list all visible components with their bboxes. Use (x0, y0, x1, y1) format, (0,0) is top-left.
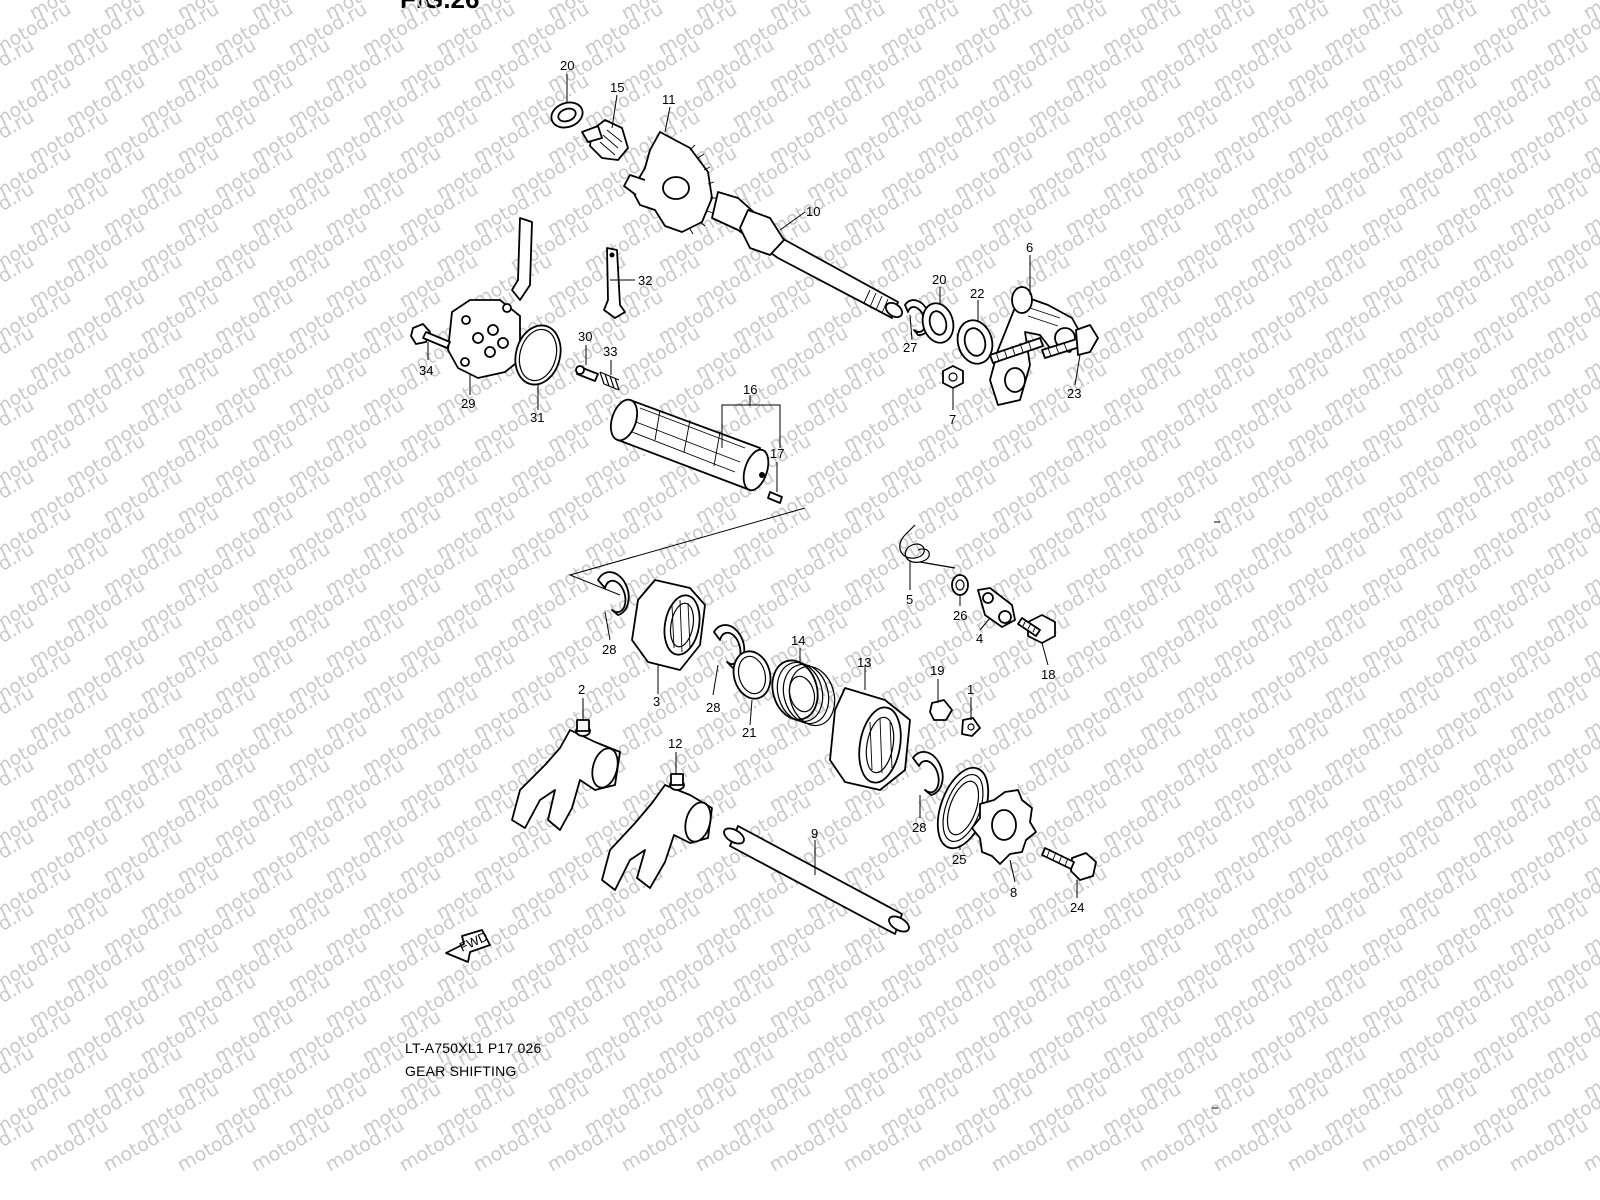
cover-part-29[interactable] (447, 217, 533, 379)
return-spring-part-5[interactable] (899, 524, 956, 569)
spring-part-14[interactable] (766, 655, 841, 730)
part-label-27[interactable]: 27 (903, 340, 917, 355)
stopper-part-32[interactable] (603, 247, 626, 319)
stopper-plate-part-4[interactable] (977, 587, 1016, 628)
bolt-part-19[interactable] (929, 699, 953, 721)
o-ring-part-31[interactable] (509, 320, 567, 389)
part-label-20-shaft[interactable]: 20 (932, 272, 946, 287)
edge-mark (1212, 521, 1220, 1109)
forward-arrow-icon: FWD (445, 929, 491, 963)
part-label-1[interactable]: 1 (967, 682, 974, 697)
shift-plate-part-11[interactable] (623, 131, 716, 235)
sleeve-part-13[interactable] (829, 687, 911, 791)
shift-fork-part-12[interactable] (601, 773, 715, 891)
part-label-15[interactable]: 15 (610, 80, 624, 95)
assembly-outline (568, 507, 806, 596)
part-label-25[interactable]: 25 (952, 852, 966, 867)
part-label-18[interactable]: 18 (1041, 667, 1055, 682)
part-label-20-top[interactable]: 20 (560, 58, 574, 73)
part-label-4[interactable]: 4 (976, 631, 983, 646)
part-label-34[interactable]: 34 (419, 363, 433, 378)
part-label-30[interactable]: 30 (578, 329, 592, 344)
fork-shaft-part-9[interactable] (721, 825, 911, 935)
part-label-32[interactable]: 32 (638, 273, 652, 288)
part-label-28-upper[interactable]: 28 (602, 642, 616, 657)
washer-part-21[interactable] (728, 647, 775, 703)
part-number-labels: 20 15 11 10 6 20 22 32 27 23 7 34 29 31 … (419, 58, 1084, 915)
shift-cam-part-15[interactable] (581, 119, 629, 161)
bolt-part-34[interactable] (410, 323, 451, 349)
part-label-29[interactable]: 29 (461, 396, 475, 411)
sleeve-part-3[interactable] (631, 579, 706, 671)
circlip-part-28-upper[interactable] (597, 571, 630, 616)
lever-bolt[interactable] (989, 337, 1044, 364)
part-label-7[interactable]: 7 (949, 412, 956, 427)
model-code: LT-A750XL1 P17 026 (405, 1040, 542, 1056)
pin-part-30[interactable] (575, 365, 599, 382)
washer-part-26[interactable] (951, 574, 969, 596)
circlip-part-28-middle[interactable] (713, 624, 746, 669)
part-label-8[interactable]: 8 (1010, 885, 1017, 900)
part-label-11[interactable]: 11 (662, 92, 676, 107)
part-label-22[interactable]: 22 (970, 286, 984, 301)
part-label-26[interactable]: 26 (953, 608, 967, 623)
part-label-13[interactable]: 13 (857, 655, 871, 670)
part-label-19[interactable]: 19 (930, 663, 944, 678)
part-label-5[interactable]: 5 (906, 592, 913, 607)
star-plate-part-8[interactable] (971, 789, 1037, 865)
oil-seal-part-22[interactable] (953, 316, 997, 367)
part-label-28-middle[interactable]: 28 (706, 700, 720, 715)
part-label-3[interactable]: 3 (653, 694, 660, 709)
bolt-part-24[interactable] (1041, 847, 1097, 881)
shift-shaft-part-10[interactable] (711, 191, 905, 320)
part-label-6[interactable]: 6 (1026, 240, 1033, 255)
circlip-part-28-lower[interactable] (912, 751, 944, 796)
part-label-16[interactable]: 16 (743, 382, 757, 397)
leader-lines (427, 74, 1081, 898)
part-label-14[interactable]: 14 (791, 633, 805, 648)
part-label-21[interactable]: 21 (742, 725, 756, 740)
section-title: GEAR SHIFTING (405, 1063, 517, 1079)
part-label-12[interactable]: 12 (668, 736, 682, 751)
bolt-part-23[interactable] (1041, 324, 1099, 359)
pin-part-17[interactable] (767, 491, 783, 504)
circlip-part-27[interactable] (904, 299, 931, 336)
nut-part-7[interactable] (942, 365, 964, 389)
washer-part-1[interactable] (961, 717, 981, 737)
washer-part-20-shaft[interactable] (918, 300, 957, 346)
part-label-24[interactable]: 24 (1070, 900, 1084, 915)
shift-drum-part-16[interactable] (606, 396, 773, 493)
part-label-28-lower[interactable]: 28 (912, 820, 926, 835)
part-label-23[interactable]: 23 (1067, 386, 1081, 401)
spring-part-33[interactable] (599, 371, 620, 391)
figure-title: FIG.26 (400, 0, 479, 15)
washer-part-20-top[interactable] (548, 98, 586, 131)
part-label-31[interactable]: 31 (530, 410, 544, 425)
bolt-part-18[interactable] (1017, 614, 1056, 644)
part-label-10[interactable]: 10 (806, 204, 820, 219)
part-label-17[interactable]: 17 (770, 446, 784, 461)
part-label-2[interactable]: 2 (578, 682, 585, 697)
shift-fork-part-2[interactable] (511, 719, 622, 831)
part-label-33[interactable]: 33 (603, 344, 617, 359)
part-label-9[interactable]: 9 (811, 826, 818, 841)
